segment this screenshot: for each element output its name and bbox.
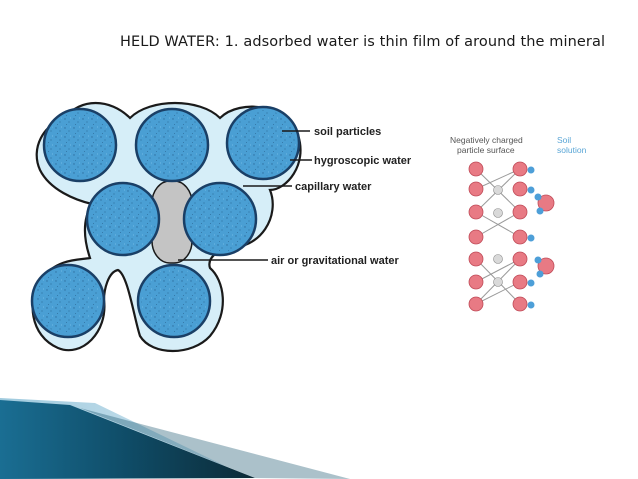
oxygen-atom bbox=[468, 161, 484, 177]
hydrogen-atom bbox=[527, 186, 535, 194]
label-soil-particles: soil particles bbox=[314, 126, 381, 138]
oxygen-atom bbox=[468, 296, 484, 312]
hydrogen-atom bbox=[527, 166, 535, 174]
label-solution-line2: solution bbox=[557, 145, 587, 155]
oxygen-atom bbox=[468, 229, 484, 245]
label-capillary-water: capillary water bbox=[295, 181, 372, 193]
oxygen-atom bbox=[468, 251, 484, 267]
soil-particle bbox=[47, 112, 113, 178]
label-surface-line2: particle surface bbox=[457, 145, 515, 155]
water-molecule bbox=[534, 256, 555, 278]
soil-particle bbox=[230, 110, 296, 176]
water-molecule bbox=[534, 193, 555, 215]
slide-title: HELD WATER: 1. adsorbed water is thin fi… bbox=[120, 34, 606, 50]
oxygen-atom bbox=[512, 251, 528, 267]
aluminum-atom bbox=[493, 208, 503, 218]
aluminum-atom bbox=[493, 254, 503, 264]
hydrogen-atom bbox=[527, 279, 535, 287]
soil-particle bbox=[90, 186, 156, 252]
corner-wedge bbox=[0, 400, 255, 479]
oxygen-atom bbox=[512, 296, 528, 312]
label-air-gravitational: air or gravitational water bbox=[271, 255, 399, 267]
aluminum-atom bbox=[493, 277, 503, 287]
oxygen-atom bbox=[512, 181, 528, 197]
soil-particles bbox=[30, 105, 301, 339]
soil-particle bbox=[187, 186, 253, 252]
oxygen-atom bbox=[512, 274, 528, 290]
aluminum-atom bbox=[493, 185, 503, 195]
label-solution-line1: Soil bbox=[557, 135, 571, 145]
oxygen-atom bbox=[468, 204, 484, 220]
oxygen-atom bbox=[468, 274, 484, 290]
soil-particle bbox=[141, 268, 207, 334]
soil-particle bbox=[139, 112, 205, 178]
label-surface-line1: Negatively charged bbox=[450, 135, 523, 145]
hydrogen-atom bbox=[527, 234, 535, 242]
soil-particle bbox=[35, 268, 101, 334]
oxygen-atom bbox=[468, 181, 484, 197]
clay-diagram: Negatively charged particle surface Soil… bbox=[450, 135, 587, 312]
corner-sliver bbox=[80, 408, 350, 479]
oxygen-atom bbox=[512, 161, 528, 177]
oxygen-atom bbox=[512, 229, 528, 245]
label-hygroscopic-water: hygroscopic water bbox=[314, 155, 412, 167]
oxygen-atom bbox=[512, 204, 528, 220]
hydrogen-atom bbox=[527, 301, 535, 309]
